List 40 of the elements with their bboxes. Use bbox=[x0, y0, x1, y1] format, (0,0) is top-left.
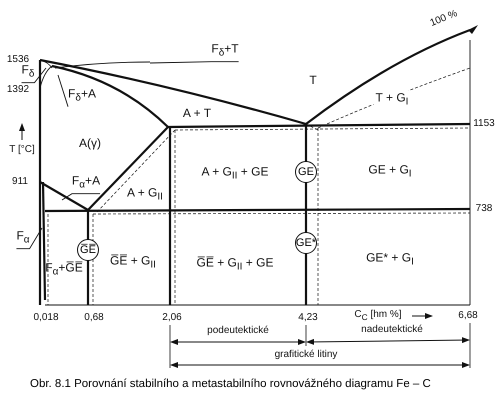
dimension-label: nadeutektické bbox=[361, 323, 423, 337]
circled-label: GE bbox=[295, 161, 317, 183]
figure-caption: Obr. 8.1 Porovnání stabilního a metastabilního rovnovážného diagramu Fe – C bbox=[30, 378, 431, 390]
axis-tick-label: 1392 bbox=[6, 83, 30, 97]
phase-label: T bbox=[309, 73, 317, 87]
phase-label: F$_{α}$ bbox=[16, 228, 30, 248]
circled-label: GE* bbox=[295, 232, 317, 254]
phase-label: G̅E̅ + G$_{II}$ + GE bbox=[196, 255, 274, 275]
phase-label: F$_{δ}$ bbox=[22, 62, 34, 82]
phase-label: F$_{δ}$+A bbox=[68, 86, 96, 106]
leader-line bbox=[16, 228, 42, 250]
phase-label: F$_{δ}$+T bbox=[211, 41, 239, 61]
axis-tick-label: 0,68 bbox=[84, 311, 104, 325]
phase-label: A + T bbox=[182, 106, 212, 120]
circled-label: G̅E̅ bbox=[77, 239, 99, 261]
phase-label: A + G$_{II}$ bbox=[127, 185, 163, 205]
axis-tick-label: 4,23 bbox=[298, 311, 318, 325]
axis-tick-label: 738 bbox=[476, 202, 492, 216]
phase-label: F$_{α}$+A bbox=[72, 173, 100, 193]
phase-label: A(γ) bbox=[79, 136, 101, 150]
phase-label: F$_{α}$+G̅E̅ bbox=[45, 260, 83, 280]
axis-tick-label: 1536 bbox=[6, 53, 30, 65]
phase-label: A + G$_{II}$ + GE bbox=[202, 164, 268, 184]
axis-tick-label: 2,06 bbox=[162, 311, 182, 325]
dimension-label: podeutektické bbox=[207, 324, 269, 338]
leader-line bbox=[58, 74, 68, 108]
axis-label: 100 % bbox=[428, 7, 460, 31]
axis-tick-label: 6,68 bbox=[458, 309, 478, 323]
dimension-label: grafitické litiny bbox=[274, 348, 338, 362]
axis-tick-label: 911 bbox=[12, 175, 28, 189]
axis-title: C$_{C}$ [hm %] bbox=[354, 308, 402, 324]
phase-label: GE* + G$_{I}$ bbox=[366, 250, 414, 270]
axis-tick-label: 0,018 bbox=[33, 311, 59, 325]
leader-line bbox=[150, 61, 240, 64]
axis-tick-label: 1153 bbox=[473, 117, 495, 131]
axis-title: T [°C] bbox=[9, 143, 35, 157]
phase-label: G̅E̅ + G$_{II}$ bbox=[110, 253, 156, 273]
leader-line bbox=[21, 68, 46, 84]
phase-label: GE + G$_{I}$ bbox=[368, 162, 412, 182]
leader-line bbox=[62, 193, 101, 200]
